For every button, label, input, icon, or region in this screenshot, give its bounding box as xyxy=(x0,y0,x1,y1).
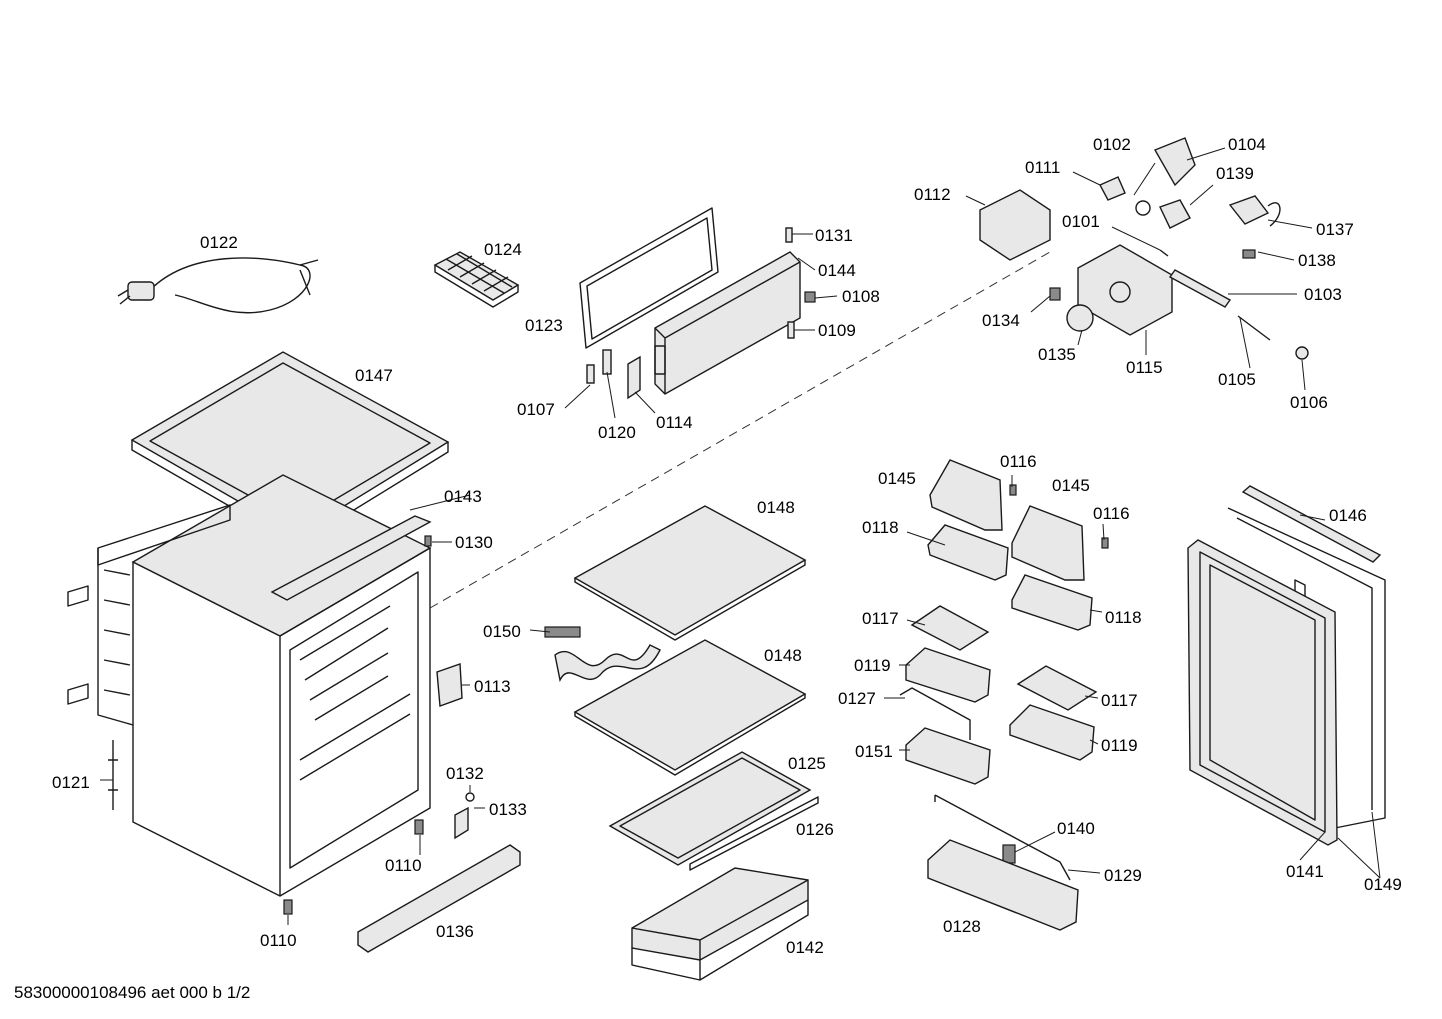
part-label-0106: 0106 xyxy=(1290,393,1328,412)
shelves-parts xyxy=(573,505,819,981)
part-label-0118-second: 0118 xyxy=(1105,608,1142,627)
part-label-0127: 0127 xyxy=(838,689,876,708)
part-label-0108: 0108 xyxy=(842,287,880,306)
part-labels: 0122 0124 0123 0131 0144 0108 0109 0107 0120 0114… xyxy=(52,135,1402,957)
part-label-0136: 0136 xyxy=(436,922,474,941)
drawing-footer-code: 58300000108496 aet 000 b 1/2 xyxy=(14,983,250,1002)
door-bins-parts xyxy=(899,459,1109,931)
part-label-0129: 0129 xyxy=(1104,866,1142,885)
part-label-0123: 0123 xyxy=(525,316,563,335)
part-label-0116: 0116 xyxy=(1000,452,1037,471)
part-label-0113: 0113 xyxy=(474,677,511,696)
part-label-0121: 0121 xyxy=(52,773,90,792)
part-label-0110: 0110 xyxy=(385,856,422,875)
part-label-0103: 0103 xyxy=(1304,285,1342,304)
part-label-0135: 0135 xyxy=(1038,345,1076,364)
part-label-0145-second: 0145 xyxy=(1052,476,1090,495)
part-label-0118: 0118 xyxy=(862,518,899,537)
part-label-0111: 0111 xyxy=(1025,158,1060,177)
part-label-0139: 0139 xyxy=(1216,164,1254,183)
power-cord-part xyxy=(117,257,319,314)
part-label-0117-second: 0117 xyxy=(1101,691,1138,710)
part-label-0143: 0143 xyxy=(444,487,482,506)
part-label-0147: 0147 xyxy=(355,366,393,385)
part-label-0120: 0120 xyxy=(598,423,636,442)
part-label-0145: 0145 xyxy=(878,469,916,488)
part-label-0104: 0104 xyxy=(1228,135,1266,154)
part-label-0119: 0119 xyxy=(854,656,891,675)
part-label-0125: 0125 xyxy=(788,754,826,773)
part-label-0141: 0141 xyxy=(1286,862,1324,881)
part-label-0105: 0105 xyxy=(1218,370,1256,389)
part-label-0140: 0140 xyxy=(1057,819,1095,838)
cabinet-small-parts xyxy=(270,515,521,953)
part-label-0107: 0107 xyxy=(517,400,555,419)
fridge-door-parts xyxy=(1187,485,1386,846)
part-label-0148: 0148 xyxy=(757,498,795,517)
part-label-0131: 0131 xyxy=(815,226,853,245)
part-label-0122: 0122 xyxy=(200,233,238,252)
cabinet-part xyxy=(131,474,432,897)
part-label-0134: 0134 xyxy=(982,311,1020,330)
part-label-0119-second: 0119 xyxy=(1101,736,1138,755)
part-label-0149: 0149 xyxy=(1364,875,1402,894)
part-label-0102: 0102 xyxy=(1093,135,1131,154)
part-label-0114: 0114 xyxy=(656,413,693,432)
part-label-0146: 0146 xyxy=(1329,506,1367,525)
part-label-0137: 0137 xyxy=(1316,220,1354,239)
part-label-0109: 0109 xyxy=(818,321,856,340)
part-label-0117: 0117 xyxy=(862,609,899,628)
part-label-0101: 0101 xyxy=(1062,212,1100,231)
part-label-0112: 0112 xyxy=(914,185,951,204)
door-hardware-parts xyxy=(586,227,816,400)
part-label-0126: 0126 xyxy=(796,820,834,839)
part-label-0148-second: 0148 xyxy=(764,646,802,665)
part-label-0110-second: 0110 xyxy=(260,931,297,950)
part-label-0128: 0128 xyxy=(943,917,981,936)
part-label-0115: 0115 xyxy=(1126,358,1163,377)
part-label-0132: 0132 xyxy=(446,764,484,783)
part-label-0144: 0144 xyxy=(818,261,856,280)
thermostat-housing-parts xyxy=(979,137,1309,360)
part-label-0142: 0142 xyxy=(786,938,824,957)
bottle-rack-part xyxy=(544,626,661,683)
part-label-0150: 0150 xyxy=(483,622,521,641)
part-label-0116-second: 0116 xyxy=(1093,504,1130,523)
condenser-part xyxy=(67,504,231,810)
part-label-0151: 0151 xyxy=(855,742,893,761)
part-label-0124: 0124 xyxy=(484,240,522,259)
freezer-gasket-part xyxy=(579,207,719,349)
leader-lines xyxy=(100,147,1381,925)
part-label-0138: 0138 xyxy=(1298,251,1336,270)
part-label-0133: 0133 xyxy=(489,800,527,819)
part-label-0130: 0130 xyxy=(455,533,493,552)
freezer-door-part xyxy=(654,251,801,395)
ice-tray-part xyxy=(433,251,520,308)
